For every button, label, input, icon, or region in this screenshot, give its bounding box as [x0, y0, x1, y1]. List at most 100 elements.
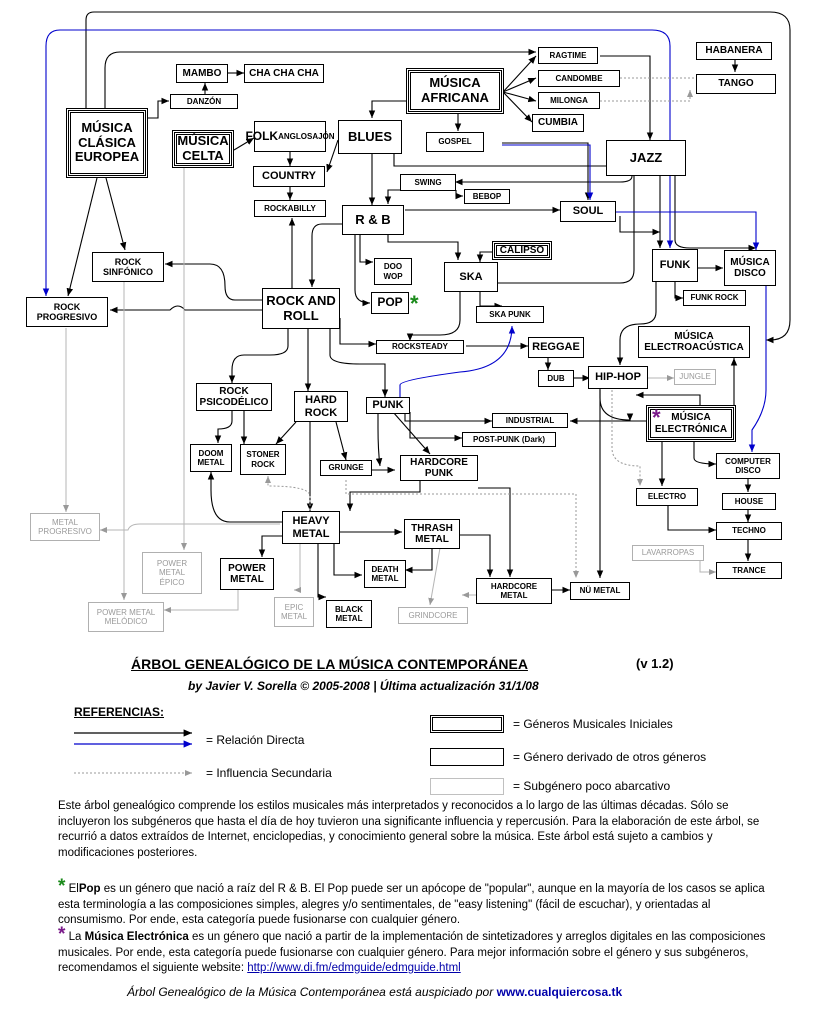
edge-electronica-computerdisco [693, 442, 717, 468]
edge-swing-bebop [455, 190, 463, 200]
node-ragtime: RAGTIME [538, 47, 598, 64]
node-tango: TANGO [696, 74, 776, 94]
node-cumbia: CUMBIA [532, 114, 584, 132]
node-metal-progresivo: METAL PROGRESIVO [30, 513, 100, 541]
edge-sec-candombe-tango [620, 77, 703, 84]
edge-rocknroll-progresivo [110, 305, 262, 314]
edge-electronica-hiphop [636, 391, 701, 405]
node-hard-rock: HARD ROCK [294, 391, 348, 422]
node-musica-disco: MÚSICA DISCO [724, 250, 776, 286]
edge-blue-clasica-progresivo [42, 29, 125, 296]
pop-note-star-icon: * [58, 876, 66, 897]
electronica-star-icon: * [652, 405, 661, 430]
node-swing: SWING [400, 174, 456, 191]
edge-thrash-death [405, 548, 433, 574]
edge-jazz-disco [674, 176, 756, 252]
edge-hcpunk-heavy [346, 480, 421, 511]
edge-rocknroll-punk [329, 329, 389, 397]
edge-clasica-danzon [148, 97, 169, 119]
node-doo-wop: DOO WOP [374, 258, 412, 285]
sponsor-text: Árbol Genealógico de la Música Contempor… [127, 985, 497, 999]
pop-note-bold: Pop [78, 883, 101, 895]
edge-punk-industrial [404, 412, 492, 425]
node-ska-punk: SKA PUNK [476, 306, 544, 323]
edge-sec-milonga-tango [600, 90, 693, 102]
node-musica-electronica: MÚSICA ELECTRÓNICA [646, 405, 736, 442]
legend-derived-label: = Género derivado de otros géneros [513, 750, 707, 764]
node-calipso: CALIPSO [492, 241, 552, 260]
node-computer-disco: COMPUTER DISCO [716, 453, 780, 479]
node-musica-clasica-europea: MÚSICA CLÁSICA EUROPEA [66, 108, 148, 178]
edge-punk-grunge [375, 412, 383, 467]
edge-jazz-ska [489, 176, 635, 287]
edge-minor-heavy-epic [294, 543, 301, 593]
edge-hcpunk-hcmetal [478, 487, 514, 577]
edge-electro-techno [667, 506, 716, 534]
node-trance: TRANCE [716, 562, 782, 579]
edge-clasica-tango-top [104, 48, 536, 108]
edge-hiphop-electronica [599, 389, 634, 421]
electronica-note-star-icon: * [58, 924, 66, 945]
edge-heavy-power [258, 535, 282, 557]
description-paragraph: Este árbol genealógico comprende los est… [58, 800, 760, 859]
node-r-and-b: R & B [342, 205, 404, 235]
node-epic-metal: EPIC METAL [274, 597, 314, 627]
node-musica-electroacustica: MÚSICA ELECTROACÚSTICA [638, 326, 750, 358]
edge-thrash-hcmetal [460, 534, 494, 577]
node-power-metal-epico: POWER METAL ÉPICO [142, 552, 202, 594]
edge-blue-punk-skapunk [399, 325, 516, 397]
edge-minor-powermetal-melod [164, 590, 239, 613]
legend-initial-label: = Géneros Musicales Iniciales [513, 717, 673, 731]
node-milonga: MILONGA [538, 92, 600, 109]
node-techno: TECHNO [716, 522, 782, 540]
node-rock-progresivo: ROCK PROGRESIVO [26, 297, 108, 327]
legend-direct-label: = Relación Directa [206, 733, 305, 747]
edge-sec-heavy-stoner [265, 476, 311, 510]
folk-sublabel: ANGLOSAJÓN [278, 131, 335, 141]
electronica-note: * La Música Electrónica es un género que… [58, 924, 778, 977]
edge-blues-country [326, 139, 339, 173]
edge-funk-funkrock [674, 280, 683, 302]
edge-blue-disco-computerdisco [748, 286, 767, 452]
node-grunge: GRUNGE [320, 460, 372, 476]
node-musica-africana: MÚSICA AFRICANA [406, 68, 504, 114]
edge-africana-milonga [502, 91, 537, 103]
electronica-note-text: es un género que nació a partir de la im… [58, 931, 766, 974]
legend-minor-label: = Subgénero poco abarcativo [513, 779, 671, 793]
node-industrial: INDUSTRIAL [492, 413, 568, 428]
references-heading: REFERENCIAS: [74, 705, 165, 719]
legend-minor-box [430, 778, 504, 795]
node-hardcore-metal: HARDCORE METAL [476, 578, 552, 604]
edge-ska-skapunk [479, 292, 502, 310]
node-jungle: JUNGLE [674, 369, 716, 385]
edge-jazz-swing [455, 175, 633, 186]
node-post-punk: POST-PUNK (Dark) [462, 432, 556, 447]
node-habanera: HABANERA [696, 42, 772, 60]
sponsor-link[interactable]: www.cualquiercosa.tk [496, 985, 623, 999]
node-gospel: GOSPEL [426, 132, 484, 152]
edge-minor-thrash-grind [428, 547, 441, 606]
legend-secondary-label: = Influencia Secundaria [206, 766, 332, 780]
edmguide-link[interactable]: http://www.di.fm/edmguide/edmguide.html [247, 962, 461, 974]
legend-derived-box [430, 748, 504, 766]
node-musica-celta: MÚSICA CELTA [172, 130, 234, 168]
edge-rnb-doowop [359, 232, 373, 266]
edge-blues-jazz [393, 152, 614, 170]
sponsor-line: Árbol Genealógico de la Música Contempor… [127, 985, 622, 999]
node-hardcore-punk: HARDCORE PUNK [400, 455, 478, 481]
edge-rocknroll-psicodelico [228, 329, 289, 383]
node-funk: FUNK [652, 249, 698, 282]
legend-direct-arrows [74, 729, 192, 748]
node-nu-metal: NÜ METAL [570, 582, 630, 600]
node-punk: PUNK [366, 397, 410, 414]
node-reggae: REGGAE [528, 337, 584, 358]
edge-blue-jazz-top [125, 29, 674, 248]
edge-psicodelico-doom [214, 410, 233, 443]
node-doom-metal: DOOM METAL [190, 444, 232, 472]
edge-clasica-ragtime [85, 11, 791, 344]
node-rock-sinfonico: ROCK SINFÓNICO [92, 252, 164, 282]
edge-minor-heavy-metalprog [100, 523, 280, 533]
edge-blue-soul-disco [616, 211, 760, 250]
node-grindcore: GRINDCORE [398, 607, 468, 624]
edge-swing-rnb [384, 189, 400, 204]
